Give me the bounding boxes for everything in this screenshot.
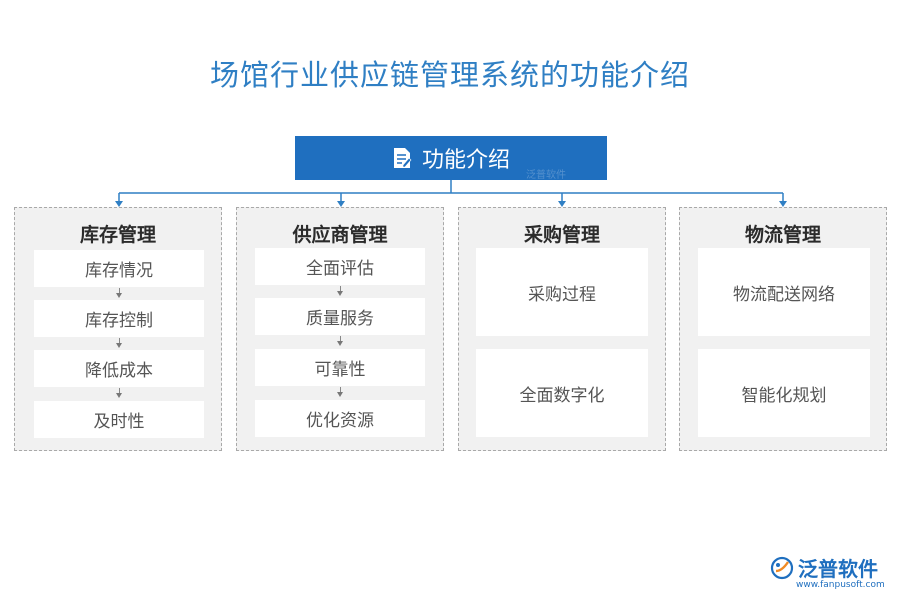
column-title: 供应商管理 <box>292 224 388 246</box>
list-item: 采购过程 <box>476 248 648 336</box>
down-arrow-icon <box>337 291 343 296</box>
function-intro-header: 功能介绍 <box>295 136 607 180</box>
list-item: 降低成本 <box>34 350 204 387</box>
list-item: 质量服务 <box>255 298 425 335</box>
column-title: 库存管理 <box>79 224 156 246</box>
list-item: 物流配送网络 <box>698 248 870 336</box>
list-item: 库存情况 <box>34 250 204 287</box>
brand-logo: 泛普软件 <box>770 553 878 582</box>
list-item: 库存控制 <box>34 300 204 337</box>
list-item: 及时性 <box>34 401 204 438</box>
column-inventory: 库存管理 库存情况 库存控制 降低成本 及时性 <box>14 207 222 451</box>
list-item: 优化资源 <box>255 400 425 437</box>
column-procurement: 采购管理 采购过程 全面数字化 <box>458 207 666 451</box>
list-item: 智能化规划 <box>698 349 870 437</box>
list-item: 全面评估 <box>255 248 425 285</box>
down-arrow-icon <box>116 393 122 398</box>
column-logistics: 物流管理 物流配送网络 智能化规划 <box>679 207 887 451</box>
fanpu-logo-icon <box>770 556 794 579</box>
down-arrow-icon <box>116 343 122 348</box>
page-title: 场馆行业供应链管理系统的功能介绍 <box>209 58 690 92</box>
list-item: 可靠性 <box>255 349 425 386</box>
down-arrow-icon <box>337 392 343 397</box>
list-item: 全面数字化 <box>476 349 648 437</box>
down-arrow-icon <box>337 341 343 346</box>
watermark: 泛普软件 <box>526 170 566 181</box>
column-supplier: 供应商管理 全面评估 质量服务 可靠性 优化资源 <box>236 207 444 451</box>
document-edit-icon <box>393 148 412 168</box>
column-title: 采购管理 <box>523 224 600 246</box>
logo-name: 泛普软件 <box>798 557 878 581</box>
down-arrow-icon <box>116 293 122 298</box>
column-title: 物流管理 <box>744 224 821 246</box>
logo-url: www.fanpusoft.com <box>796 580 885 590</box>
header-label: 功能介绍 <box>421 148 510 173</box>
